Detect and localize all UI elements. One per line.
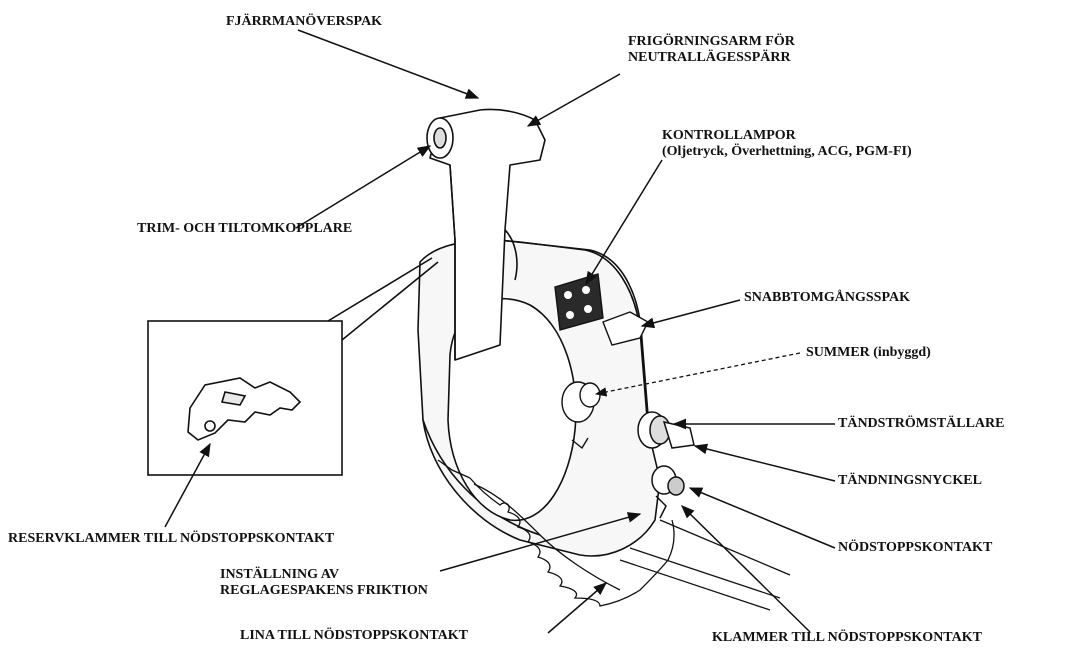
ignition-switch: [637, 411, 695, 449]
label-tandningsnyckel: TÄNDNINGSNYCKEL: [838, 473, 982, 488]
label-snabbtomgang: SNABBTOMGÅNGSSPAK: [744, 290, 910, 305]
label-summer: SUMMER (inbyggd): [806, 345, 931, 360]
label-frigorningsarm-line2: NEUTRALLÄGESSPÄRR: [628, 50, 791, 65]
label-installning-line1: INSTÄLLNING AV: [220, 567, 340, 582]
label-installning: INSTÄLLNING AV REGLAGESPAKENS FRIKTION: [220, 567, 428, 599]
fast-idle-lever: [602, 311, 649, 346]
label-kontrollampor-line2: (Oljetryck, Överhettning, ACG, PGM-FI): [662, 144, 912, 159]
label-trim: TRIM- OCH TILTOMKOPPLARE: [137, 221, 353, 236]
label-lina: LINA TILL NÖDSTOPPSKONTAKT: [240, 628, 468, 643]
label-frigorningsarm-line1: FRIGÖRNINGSARM FÖR: [628, 34, 795, 49]
remote-lever: [426, 108, 546, 361]
label-fjarrmanoverspak: FJÄRRMANÖVERSPAK: [226, 14, 383, 29]
leader-arrows: [164, 29, 836, 634]
indicator-panel: [554, 273, 604, 331]
emergency-stop-switch: [651, 465, 685, 519]
label-installning-line2: REGLAGESPAKENS FRIKTION: [220, 583, 428, 598]
label-tandstromstallare: TÄNDSTRÖMSTÄLLARE: [838, 416, 1005, 431]
label-kontrollampor: KONTROLLAMPOR (Oljetryck, Överhettning, …: [662, 128, 912, 160]
label-frigorningsarm: FRIGÖRNINGSARM FÖR NEUTRALLÄGESSPÄRR: [628, 34, 795, 66]
label-kontrollampor-line1: KONTROLLAMPOR: [662, 128, 796, 143]
label-reservklammer: RESERVKLAMMER TILL NÖDSTOPPSKONTAKT: [8, 531, 335, 546]
spare-clip-inset: [147, 257, 439, 476]
lanyard-cord: [437, 459, 675, 607]
label-nodstoppskontakt: NÖDSTOPPSKONTAKT: [838, 540, 993, 555]
label-klammer: KLAMMER TILL NÖDSTOPPSKONTAKT: [712, 630, 982, 645]
